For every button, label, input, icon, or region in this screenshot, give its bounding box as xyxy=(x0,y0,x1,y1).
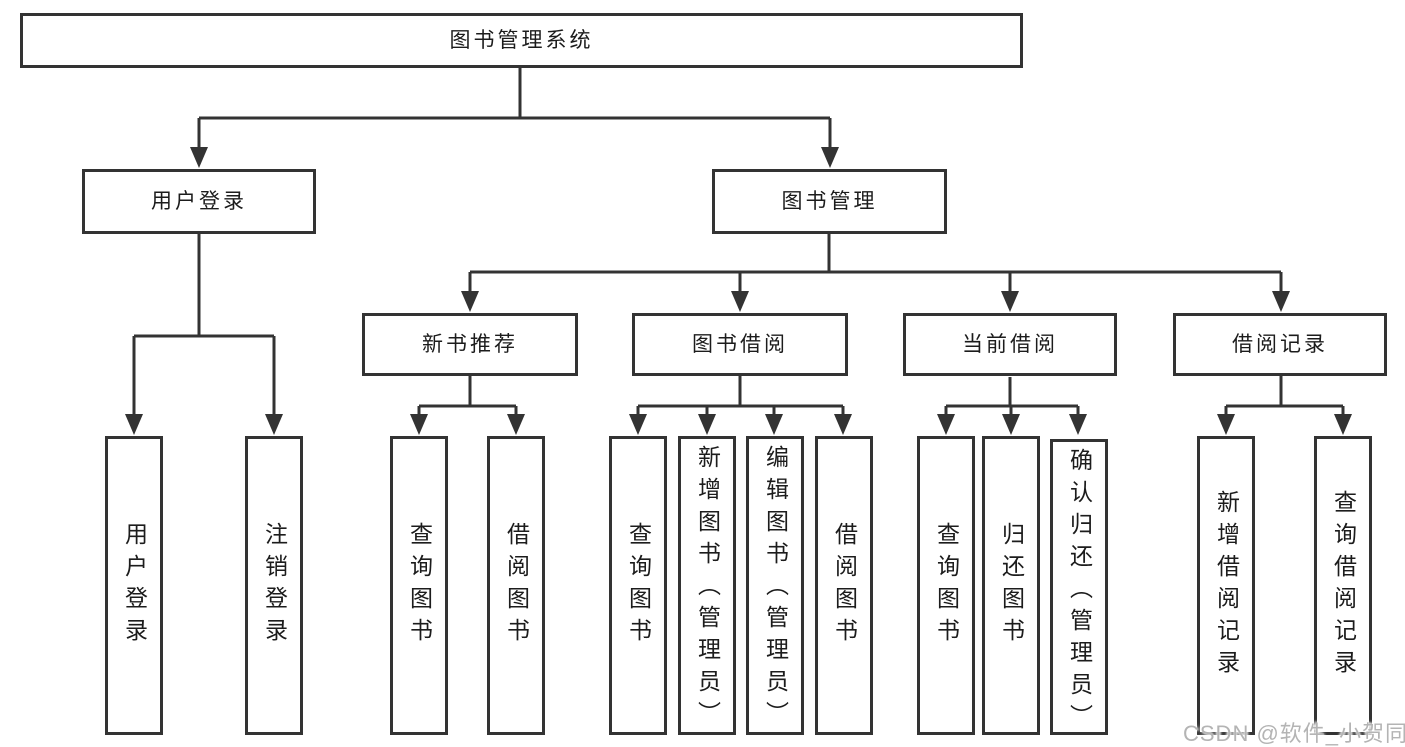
leaf-return-books: 归还图书 xyxy=(982,436,1040,735)
node-book-management: 图书管理 xyxy=(712,169,947,234)
leaf-recommend-query-books: 查询图书 xyxy=(390,436,448,735)
leaf-query-borrow-record: 查询借阅记录 xyxy=(1314,436,1372,735)
leaf-current-query-books: 查询图书 xyxy=(917,436,975,735)
leaf-logout: 注销登录 xyxy=(245,436,303,735)
leaf-recommend-borrow-books: 借阅图书 xyxy=(487,436,545,735)
leaf-add-books-admin: 新增图书（管理员） xyxy=(678,436,736,735)
leaf-borrow-borrow-books: 借阅图书 xyxy=(815,436,873,735)
leaf-add-borrow-record: 新增借阅记录 xyxy=(1197,436,1255,735)
node-borrow-records: 借阅记录 xyxy=(1173,313,1387,376)
leaf-borrow-query-books: 查询图书 xyxy=(609,436,667,735)
leaf-user-login: 用户登录 xyxy=(105,436,163,735)
leaf-edit-books-admin: 编辑图书（管理员） xyxy=(746,436,804,735)
node-new-book-recommend: 新书推荐 xyxy=(362,313,578,376)
leaf-confirm-return-admin: 确认归还（管理员） xyxy=(1050,439,1108,736)
node-system-root: 图书管理系统 xyxy=(20,13,1023,68)
node-user-login: 用户登录 xyxy=(82,169,316,234)
watermark: CSDN @软件_小贺同学 xyxy=(1183,721,1405,746)
node-current-borrow: 当前借阅 xyxy=(903,313,1117,376)
arrowhead-icons xyxy=(125,147,1352,435)
node-book-borrow: 图书借阅 xyxy=(632,313,848,376)
